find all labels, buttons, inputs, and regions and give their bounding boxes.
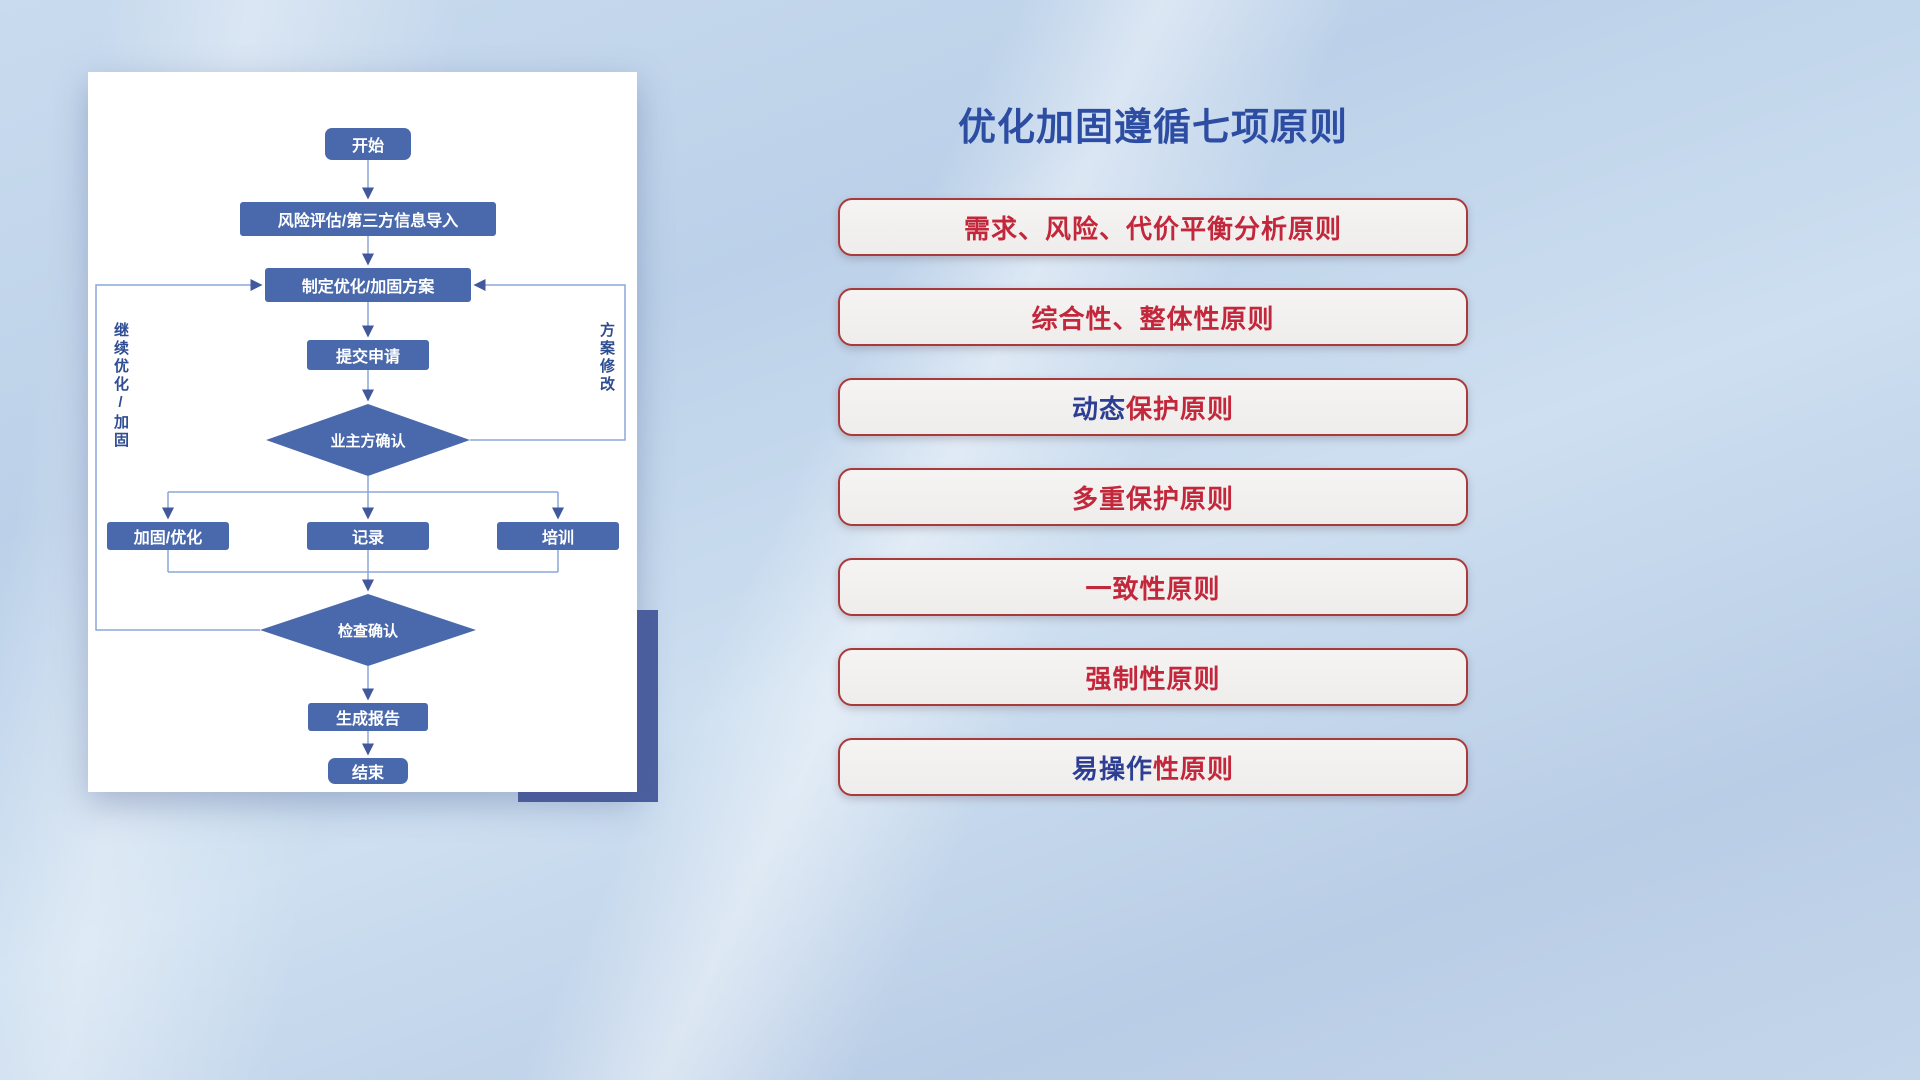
principle-pill: 一致性原则 [838,558,1468,616]
principle-text-segment: 保护原则 [1126,393,1235,424]
flow-connectors [95,160,626,756]
principle-pill: 综合性、整体性原则 [838,288,1468,346]
flow-node-record-label: 记录 [351,530,384,547]
edge-label-continue-optimize: 继续优化/加固 [112,322,129,450]
principle-text: 综合性、整体性原则 [1031,299,1274,336]
principles-panel: 优化加固遵循七项原则 需求、风险、代价平衡分析原则 综合性、整体性原则 动态保护… [838,0,1468,1080]
principle-text-segment: 性原则 [1153,753,1235,784]
principle-text: 多重保护原则 [1072,479,1234,516]
principle-pill: 易操作性原则 [838,738,1468,796]
flow-node-record: 记录 [307,522,429,550]
principle-pill: 强制性原则 [838,648,1468,706]
principle-text-segment: 动态 [1071,393,1126,424]
principles-title: 优化加固遵循七项原则 [957,107,1348,149]
flow-node-submit-request: 提交申请 [307,340,429,370]
flow-node-harden-label: 加固/优化 [133,530,203,547]
principles-list: 需求、风险、代价平衡分析原则 综合性、整体性原则 动态保护原则 多重保护原则 一… [838,198,1468,796]
flow-node-start: 开始 [325,128,411,160]
principle-text-segment: 需求、风险、代价平衡分析原则 [963,213,1342,244]
flow-node-training-label: 培训 [541,530,574,547]
flowchart-card: 开始 风险评估/第三方信息导入 制定优化/加固方案 提交申请 业主方确认 加固/… [88,72,637,792]
flow-node-end: 结束 [328,758,408,784]
flow-node-training: 培训 [497,522,619,550]
edge-label-plan-modify: 方案修改 [598,322,615,394]
principle-pill: 多重保护原则 [838,468,1468,526]
flow-node-generate-report: 生成报告 [308,703,428,731]
principle-text: 易操作性原则 [1072,749,1234,786]
flow-node-report-label: 生成报告 [335,711,400,728]
principle-text-segment: 易操作 [1071,753,1153,784]
principle-text: 需求、风险、代价平衡分析原则 [964,209,1342,246]
principle-text: 一致性原则 [1085,569,1220,606]
principle-pill: 动态保护原则 [838,378,1468,436]
principle-text-segment: 综合性、整体性原则 [1031,303,1275,334]
flow-node-risk-label: 风险评估/第三方信息导入 [277,213,459,230]
flow-node-start-label: 开始 [351,138,384,155]
flow-node-owner-confirm-label: 业主方确认 [330,432,406,450]
flow-node-end-label: 结束 [351,765,384,782]
flow-node-submit-label: 提交申请 [335,349,400,366]
principle-pill: 需求、风险、代价平衡分析原则 [838,198,1468,256]
flow-node-harden-optimize: 加固/优化 [107,522,229,550]
flow-node-risk-assessment: 风险评估/第三方信息导入 [240,202,496,236]
flow-node-make-plan: 制定优化/加固方案 [265,268,471,302]
principle-text-segment: 多重保护原则 [1071,483,1234,514]
flow-node-plan-label: 制定优化/加固方案 [301,279,435,296]
principle-text-segment: 一致性原则 [1085,573,1221,604]
principle-text: 强制性原则 [1085,659,1220,696]
principle-text-segment: 强制性原则 [1085,663,1221,694]
flow-node-check-confirm-label: 检查确认 [337,622,398,640]
principle-text: 动态保护原则 [1072,389,1234,426]
